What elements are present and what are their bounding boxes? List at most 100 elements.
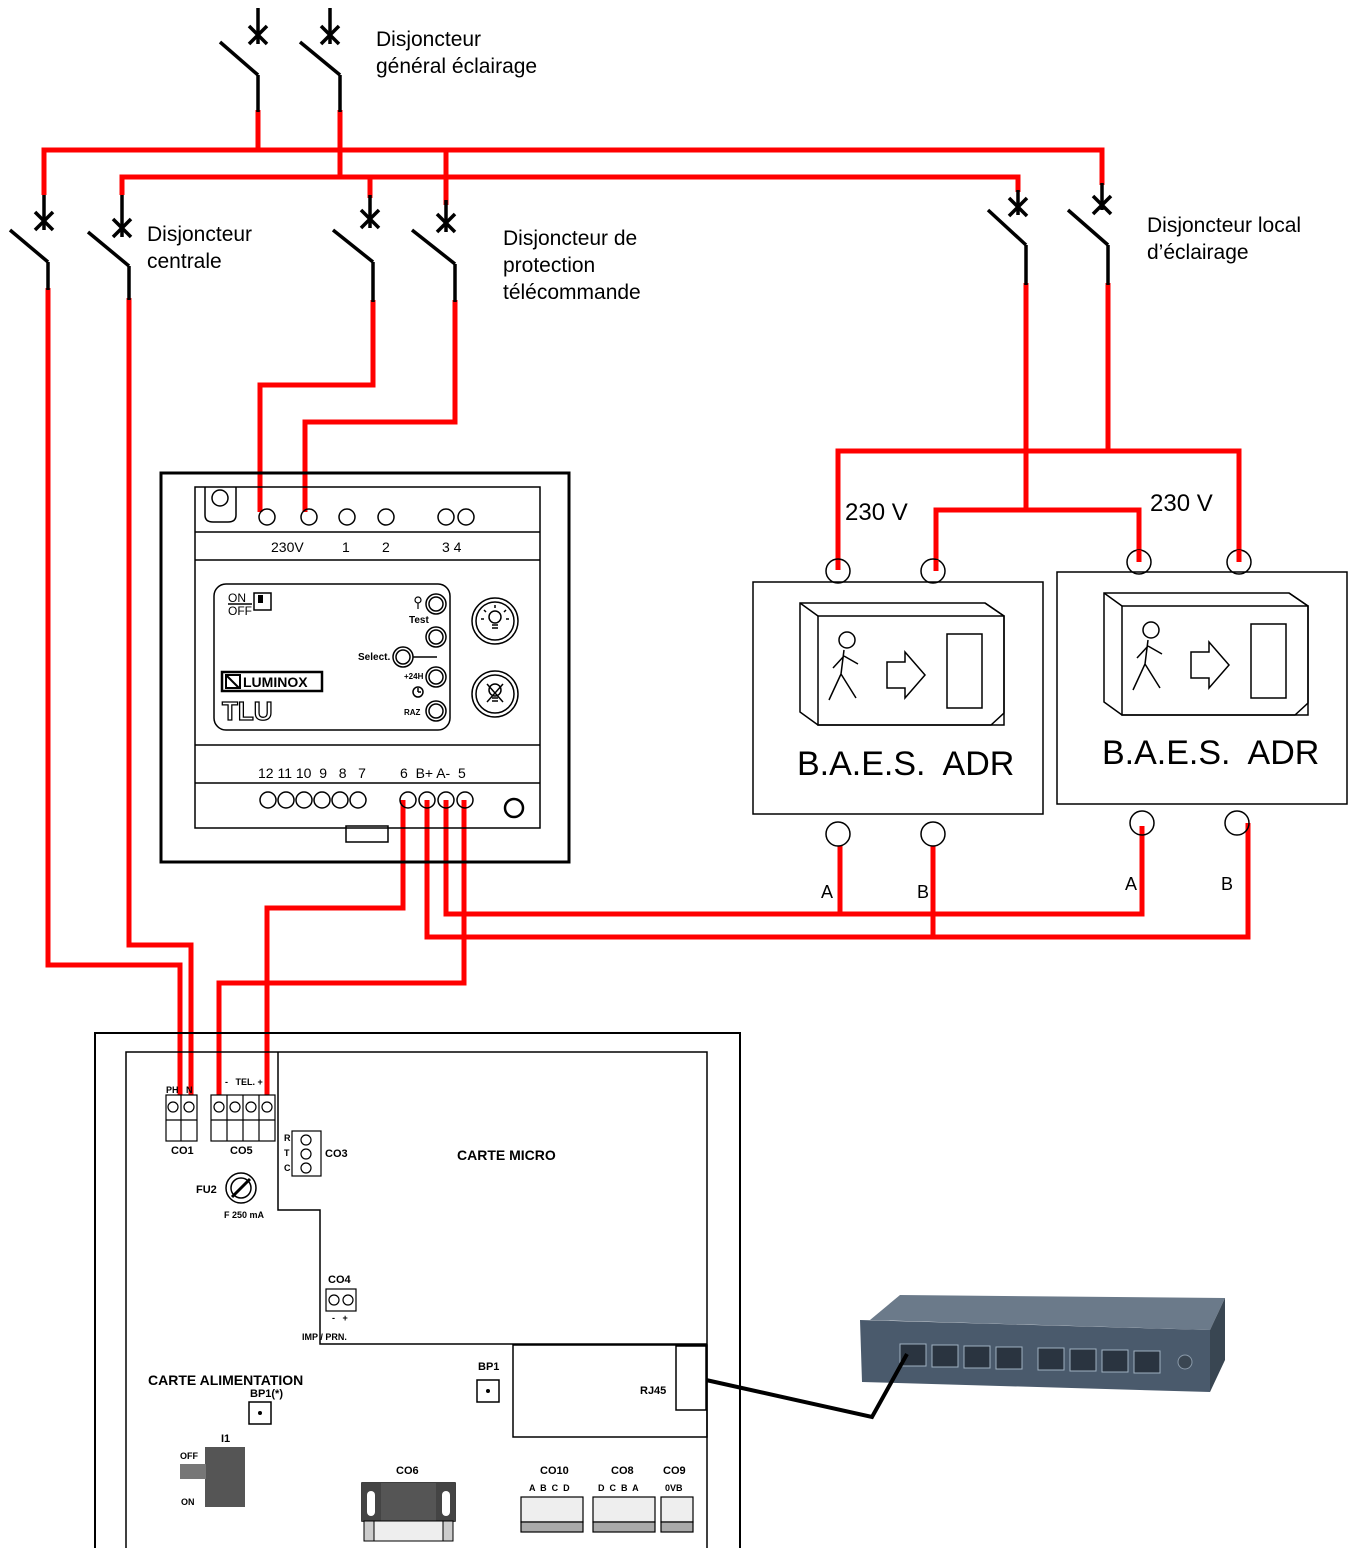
tlu-model-text: TLU <box>222 696 273 726</box>
tlu-top-terminals <box>258 508 475 526</box>
power-led-icon <box>1177 1354 1193 1370</box>
baes-2-terminal-b: B <box>1221 874 1233 894</box>
label-bp1: BP1 <box>478 1361 499 1373</box>
baes-1-voltage: 230 V <box>845 499 908 526</box>
label-fu2: FU2 <box>196 1184 217 1196</box>
label-on: ON <box>181 1497 195 1507</box>
baes-1-label: B.A.E.S. ADR <box>797 745 1014 783</box>
tlu-bottom-terminals: 12 11 10 9 8 7 <box>258 765 366 781</box>
wire-tlu-aminus <box>443 800 1145 917</box>
label-n: N <box>186 1085 193 1095</box>
db9-connector <box>361 1482 456 1542</box>
switch-side <box>1210 1298 1225 1392</box>
label-co4-pins: - + <box>332 1313 348 1323</box>
tlu-remote: 230V 1 2 3 4 ON OFF LUMINOX TLU Test Sel… <box>159 471 571 864</box>
tlu-bottom-terminal-circles <box>259 791 525 819</box>
breaker-general-2 <box>298 8 342 112</box>
tlu-btn-test: Test <box>409 615 429 626</box>
bottom-connectors <box>520 1496 694 1533</box>
label-co4: CO4 <box>328 1274 352 1286</box>
label-disjoncteur-telecommande: Disjoncteur de protection télécommande <box>503 227 641 304</box>
tlu-bottom-terminals-right: 6 B+ A- 5 <box>400 765 466 781</box>
tlu-terminal-1: 1 <box>342 539 350 555</box>
label-co8-pins: D C B A <box>598 1483 639 1493</box>
baes-2-box <box>1056 571 1348 805</box>
tlu-clip <box>345 825 389 843</box>
label-co8: CO8 <box>611 1465 634 1477</box>
emergency-exit-icon <box>799 602 1005 726</box>
breaker-central-1 <box>8 195 55 290</box>
rj45-port <box>675 1345 707 1411</box>
label-co10-pins: A B C D <box>529 1483 570 1493</box>
wire-local-2 <box>835 283 1111 570</box>
label-co10: CO10 <box>540 1465 569 1477</box>
wire-local-1b <box>1026 507 1142 560</box>
baes-unit-1: B.A.E.S. ADR 230 V A B <box>752 499 1044 902</box>
wire-bus-second <box>119 174 1021 195</box>
fuse-icon <box>225 1172 257 1204</box>
label-imp-prn: IMP / PRN. <box>302 1332 347 1342</box>
tlu-terminal-3-4: 3 4 <box>442 539 462 555</box>
co3-terminal <box>291 1130 322 1177</box>
label-bp1-star: BP1(*) <box>250 1388 283 1400</box>
tlu-btn-raz: RAZ <box>404 708 421 717</box>
label-rtc-c: C <box>284 1163 291 1173</box>
lamp-icon <box>414 596 422 609</box>
wire-tlu-6-co5 <box>264 800 406 1105</box>
light-off-icon <box>471 670 519 718</box>
label-fuse: F 250 mA <box>224 1210 265 1220</box>
baes-2-terminal-a: A <box>1125 874 1137 894</box>
board-outer-frame <box>94 1032 741 1548</box>
baes-top-wire-caps <box>835 550 1242 571</box>
baes-2-label: B.A.E.S. ADR <box>1102 734 1319 772</box>
tlu-brand-text: LUMINOX <box>243 674 308 690</box>
tlu-btn-24h: +24H <box>404 672 424 681</box>
emergency-exit-icon <box>1103 592 1309 716</box>
label-ph: PH <box>166 1085 179 1095</box>
baes-unit-2: B.A.E.S. ADR 230 V A B <box>1056 490 1348 894</box>
label-rtc-t: T <box>284 1148 290 1158</box>
breaker-telecommande-1 <box>331 195 381 302</box>
wire-central-ph <box>45 288 183 1105</box>
switch-front <box>860 1320 1210 1392</box>
wire-local-2b <box>1108 448 1242 560</box>
light-on-icon <box>471 597 519 645</box>
tlu-body <box>194 486 541 829</box>
tlu-terminal-2: 2 <box>382 539 390 555</box>
label-co6: CO6 <box>396 1465 419 1477</box>
tlu-btn-select: Select. <box>358 652 390 663</box>
tlu-switch-off: OFF <box>228 604 252 618</box>
tlu-frame <box>159 471 571 864</box>
tlu-switch-on: ON <box>228 591 246 605</box>
tlu-onoff-switch <box>253 592 272 611</box>
baes-1-terminal-b: B <box>917 882 929 902</box>
network-switch <box>860 1295 1225 1392</box>
tlu-mount-tab <box>204 487 237 523</box>
co1-co5-terminals <box>165 1094 276 1142</box>
wire-tlu-5-co5 <box>216 800 467 1105</box>
label-i1: I1 <box>221 1433 230 1445</box>
breaker-symbols <box>8 8 1113 302</box>
breaker-general-1 <box>218 8 269 112</box>
tlu-brand-logo <box>220 670 324 693</box>
tlu-buttons <box>392 593 447 722</box>
bp1-button <box>476 1379 500 1403</box>
label-carte-micro: CARTE MICRO <box>457 1147 556 1163</box>
label-carte-alimentation: CARTE ALIMENTATION <box>148 1372 303 1388</box>
clock-icon <box>412 686 424 698</box>
label-co1: CO1 <box>171 1145 194 1157</box>
breaker-local-1 <box>986 190 1029 285</box>
label-co9-pins: 0VB <box>665 1483 683 1493</box>
baes-2-voltage: 230 V <box>1150 490 1213 517</box>
co4-terminal <box>325 1288 357 1312</box>
central-board: PH N - TEL. + CO1 CO5 R T C CO3 CARTE MI… <box>94 1032 741 1548</box>
wire-local-1 <box>933 283 1029 570</box>
tlu-terminal-230v: 230V <box>271 539 304 555</box>
ethernet-ports <box>899 1343 1161 1374</box>
red-wiring <box>41 110 1251 1105</box>
label-disjoncteur-general: Disjoncteur général éclairage <box>376 28 538 78</box>
wire-bus-top <box>41 147 1105 195</box>
i1-switch <box>205 1447 245 1507</box>
label-disjoncteur-centrale: Disjoncteur centrale <box>147 223 253 273</box>
